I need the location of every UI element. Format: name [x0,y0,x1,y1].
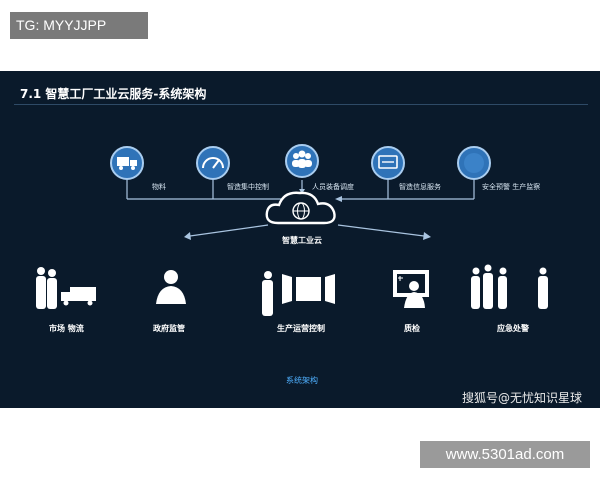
alert-icon [464,153,484,173]
node-label-materials: 物料 [152,183,166,191]
group-label-quality: 质检 [404,324,420,333]
people-icon [292,150,312,168]
connector-line [189,224,269,237]
top-tag-label: TG: MYYJJPP [10,12,148,39]
node-label-staff-dispatch: 人员装备调度 [312,183,354,191]
node-circles [110,144,491,180]
watermark-text: 搜狐号@无忧知识星球 [462,391,583,405]
connectors [126,180,475,237]
server-icon [378,155,398,169]
connector-line [337,224,425,237]
arrowhead [423,232,431,240]
production-control-figure [262,271,273,316]
group-label-government: 政府监管 [153,324,185,333]
group-label-emergency: 应急处警 [497,324,529,333]
truck-icon [117,157,137,170]
government-official-figure [156,270,186,304]
cloud-label: 智慧工业云 [282,236,322,245]
arrowhead [335,196,342,202]
group-label-production-control: 生产运营控制 [277,324,325,333]
monitor-panels-icon [282,274,335,304]
server-node [371,146,405,180]
gauge-icon [202,157,224,169]
bottom-tag-label: www.5301ad.com [420,441,590,468]
diagram-canvas [36,144,548,316]
node-label-safety-alert: 安全预警 生产监察 [482,183,541,191]
node-label-central-control: 智造集中控制 [227,183,269,191]
arrowhead [184,232,191,240]
title-divider [14,104,588,105]
quality-inspection-icon [393,270,429,308]
group-label-market-logistics: 市场 物流 [49,324,84,333]
architecture-slide: 7.1 智慧工厂工业云服务-系统架构 [0,71,600,408]
node-label-info-service: 智造信息服务 [399,183,441,191]
cloud-icon [265,191,336,225]
arrowhead [299,189,305,194]
emergency-team-figures [471,264,548,309]
gauge-node [196,146,230,180]
footer-caption: 系统架构 [286,376,318,385]
market-logistics-figures [36,267,96,309]
slide-title: 7.1 智慧工厂工业云服务-系统架构 [20,87,207,101]
